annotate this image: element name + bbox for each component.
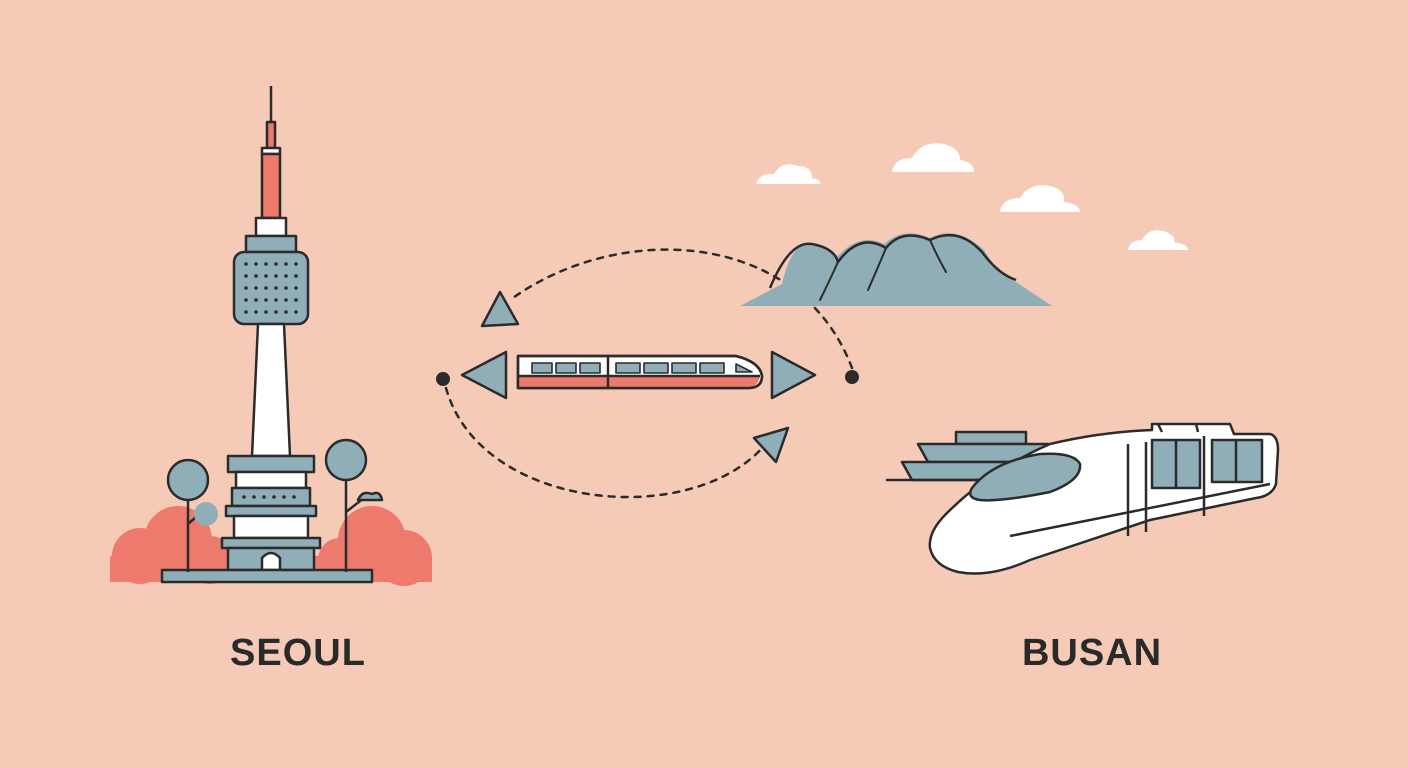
arrow-icon: [460, 290, 817, 464]
tree-icon: [166, 458, 218, 572]
busan-label: BUSAN: [1021, 632, 1163, 674]
high-speed-train-icon: [928, 422, 1280, 575]
cloud-icon: [1128, 230, 1188, 250]
high-speed-train-icon: [516, 354, 764, 390]
window-dots: [244, 262, 298, 314]
cloud-icon: [1000, 185, 1080, 212]
namsan-tower-icon: [110, 86, 432, 586]
origin-dot: [436, 372, 450, 386]
mountain-icon: [740, 233, 1052, 306]
cloud-icon: [892, 143, 974, 172]
tree-icon: [324, 438, 384, 572]
seoul-label: SEOUL: [230, 632, 366, 674]
destination-dot: [845, 370, 859, 384]
cloud-icon: [756, 164, 821, 184]
route-arcs: [444, 248, 854, 499]
